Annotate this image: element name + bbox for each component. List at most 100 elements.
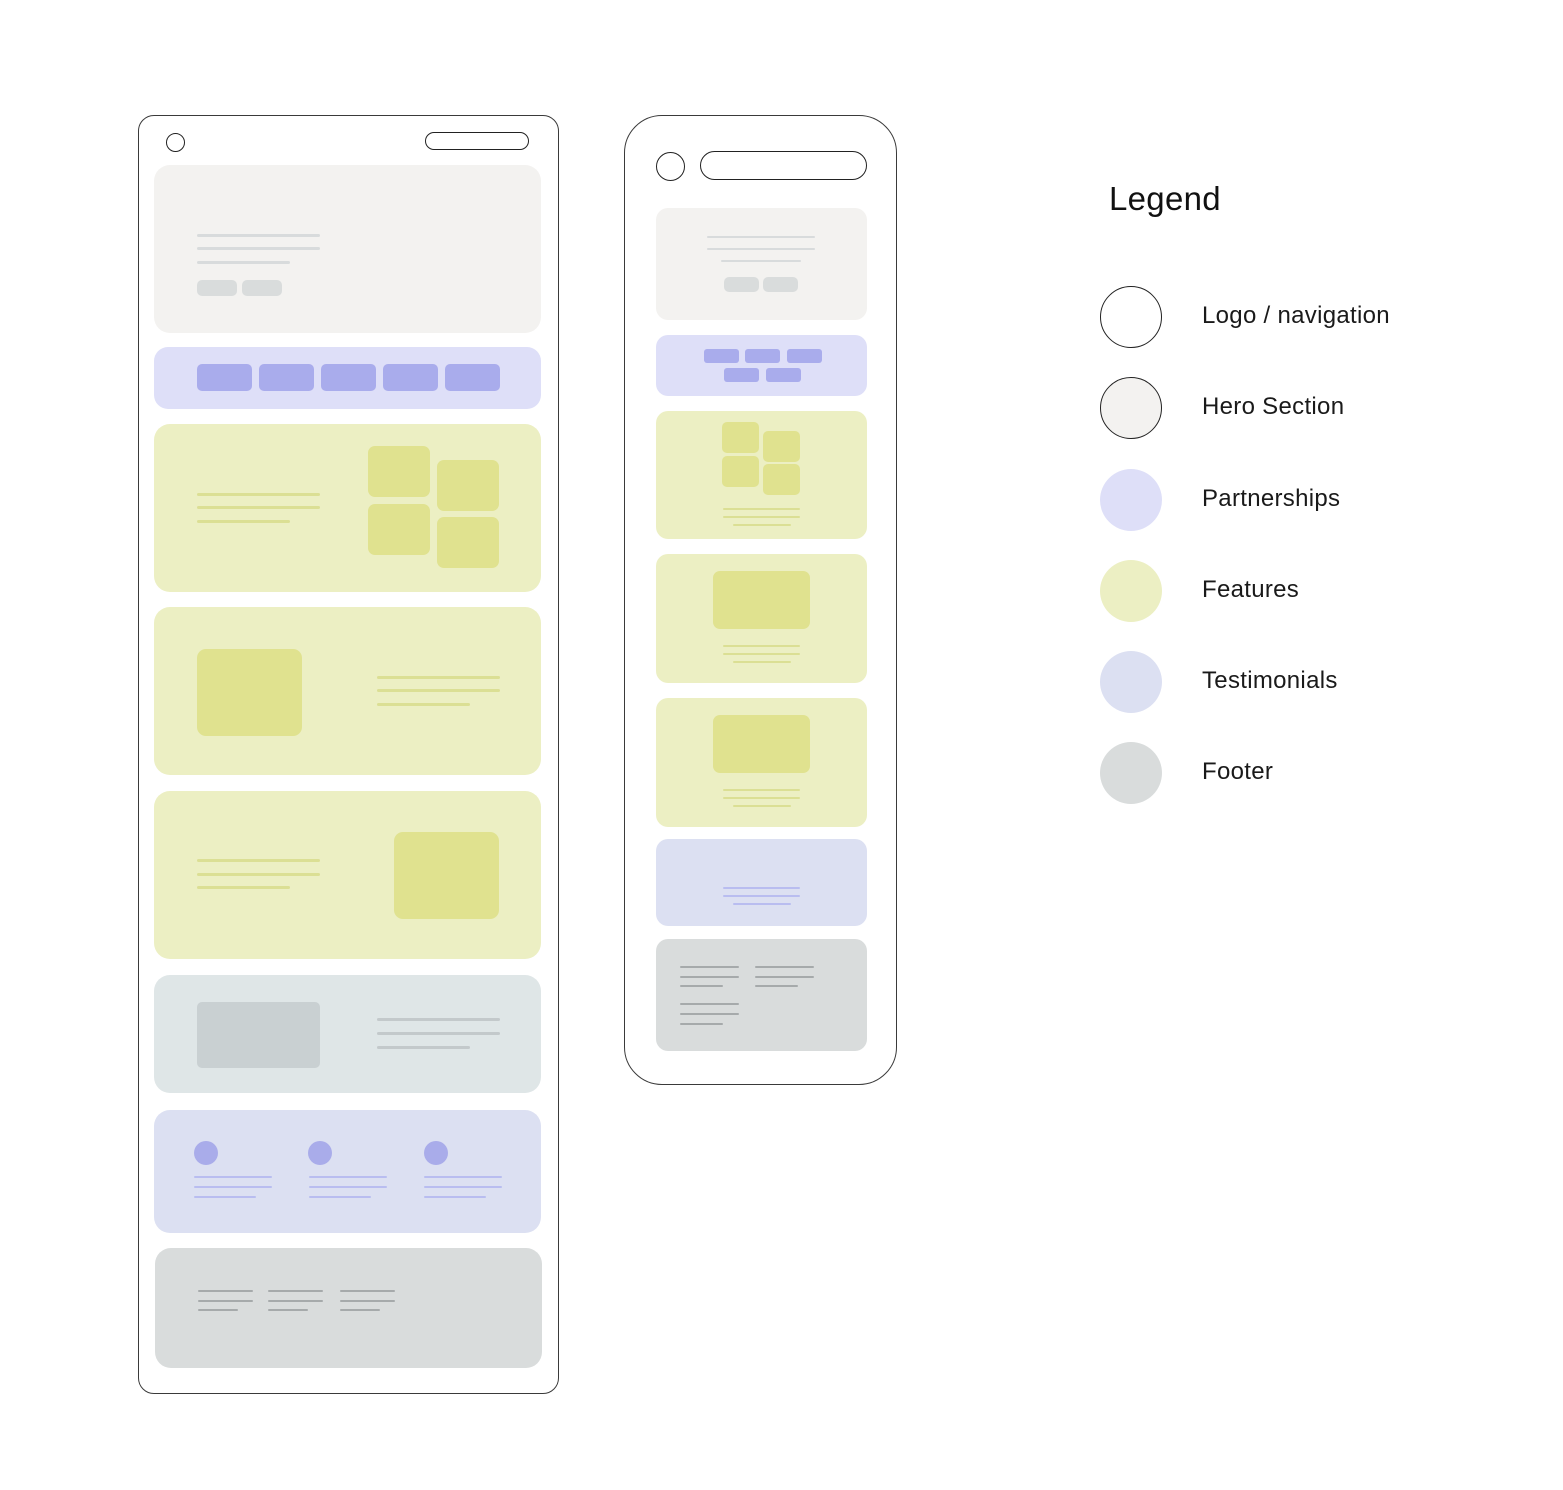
feature-tile: [763, 464, 800, 495]
feature-text-line: [723, 789, 800, 791]
showcase-text-line: [377, 1046, 470, 1049]
hero-text-line: [721, 260, 801, 262]
feature-text-line: [733, 524, 791, 526]
feature-text-line: [723, 508, 800, 510]
mobile-footer-section: [656, 939, 867, 1051]
feature-tile: [722, 422, 759, 453]
testimonial-avatar: [308, 1141, 332, 1165]
legend-label: Testimonials: [1202, 667, 1338, 694]
footer-link-line: [680, 976, 739, 978]
partner-logo: [445, 364, 500, 391]
legend-swatch-footer: [1100, 742, 1162, 804]
legend-label: Features: [1202, 576, 1300, 603]
testimonial-text-line: [194, 1176, 272, 1178]
hero-button: [242, 280, 282, 296]
desktop-nav-bar: [425, 132, 529, 150]
desktop-feature-section-2: [154, 607, 541, 775]
footer-link-line: [340, 1309, 380, 1311]
footer-link-line: [680, 1013, 739, 1015]
footer-link-line: [755, 966, 814, 968]
legend-label: Footer: [1202, 758, 1274, 785]
mobile-testimonials-section: [656, 839, 867, 926]
footer-link-line: [198, 1290, 253, 1292]
footer-link-line: [268, 1309, 308, 1311]
feature-text-line: [197, 886, 290, 889]
testimonial-avatar: [194, 1141, 218, 1165]
testimonial-text-line: [309, 1196, 371, 1198]
mobile-feature-section-3: [656, 698, 867, 827]
feature-tile: [722, 456, 759, 487]
feature-tile: [368, 504, 430, 555]
hero-text-line: [197, 247, 320, 250]
legend-label: Hero Section: [1202, 393, 1345, 420]
mobile-hero-section: [656, 208, 867, 320]
legend-label: Partnerships: [1202, 485, 1341, 512]
feature-text-line: [723, 645, 800, 647]
legend-item-partnerships: Partnerships: [1100, 469, 1500, 531]
desktop-testimonials-section: [154, 1110, 541, 1233]
feature-text-line: [733, 805, 791, 807]
hero-button: [724, 277, 759, 292]
partner-logo: [787, 349, 822, 363]
testimonial-text-line: [424, 1186, 502, 1188]
mobile-logo: [656, 152, 685, 181]
testimonial-text-line: [194, 1196, 256, 1198]
partner-logo: [724, 368, 759, 382]
feature-text-line: [723, 516, 800, 518]
showcase-text-line: [377, 1032, 500, 1035]
mobile-feature-section-2: [656, 554, 867, 683]
testimonial-text-line: [309, 1176, 387, 1178]
hero-text-line: [197, 261, 290, 264]
footer-link-line: [680, 985, 723, 987]
desktop-feature-section-1: [154, 424, 541, 592]
hero-button: [763, 277, 798, 292]
feature-text-line: [723, 653, 800, 655]
legend-title: Legend: [1109, 180, 1221, 217]
hero-text-line: [707, 236, 815, 238]
feature-text-line: [197, 859, 320, 862]
legend-swatch-testimonials: [1100, 651, 1162, 713]
testimonial-text-line: [723, 895, 800, 897]
showcase-image: [197, 1002, 320, 1068]
partner-logo: [197, 364, 252, 391]
mobile-partnerships-section: [656, 335, 867, 396]
testimonial-avatar: [424, 1141, 448, 1165]
legend-label: Logo / navigation: [1202, 302, 1390, 329]
feature-text-line: [377, 689, 500, 692]
desktop-partnerships-section: [154, 347, 541, 409]
footer-link-line: [680, 1023, 723, 1025]
footer-link-line: [268, 1290, 323, 1292]
feature-text-line: [377, 703, 470, 706]
partner-logo: [321, 364, 376, 391]
legend-item-testimonials: Testimonials: [1100, 651, 1500, 713]
legend-item-logo-navigation: Logo / navigation: [1100, 286, 1500, 348]
footer-link-line: [198, 1309, 238, 1311]
mobile-nav-bar: [700, 151, 867, 180]
showcase-text-line: [377, 1018, 500, 1021]
feature-tile: [763, 431, 800, 462]
hero-text-line: [707, 248, 815, 250]
feature-tile: [437, 460, 499, 511]
feature-text-line: [197, 493, 320, 496]
testimonial-text-line: [424, 1196, 486, 1198]
legend-swatch-partnerships: [1100, 469, 1162, 531]
mobile-feature-section-1: [656, 411, 867, 539]
feature-text-line: [723, 797, 800, 799]
legend-swatch-hero-section: [1100, 377, 1162, 439]
desktop-footer-section: [155, 1248, 542, 1368]
legend-swatch-logo-navigation: [1100, 286, 1162, 348]
desktop-showcase-section: [154, 975, 541, 1093]
legend-item-hero-section: Hero Section: [1100, 377, 1500, 439]
feature-text-line: [733, 661, 791, 663]
feature-image: [394, 832, 499, 919]
feature-image: [197, 649, 302, 736]
partner-logo: [745, 349, 780, 363]
hero-button: [197, 280, 237, 296]
testimonial-text-line: [309, 1186, 387, 1188]
footer-link-line: [680, 1003, 739, 1005]
feature-tile: [437, 517, 499, 568]
hero-text-line: [197, 234, 320, 237]
desktop-hero-section: [154, 165, 541, 333]
partner-logo: [383, 364, 438, 391]
legend-item-features: Features: [1100, 560, 1500, 622]
